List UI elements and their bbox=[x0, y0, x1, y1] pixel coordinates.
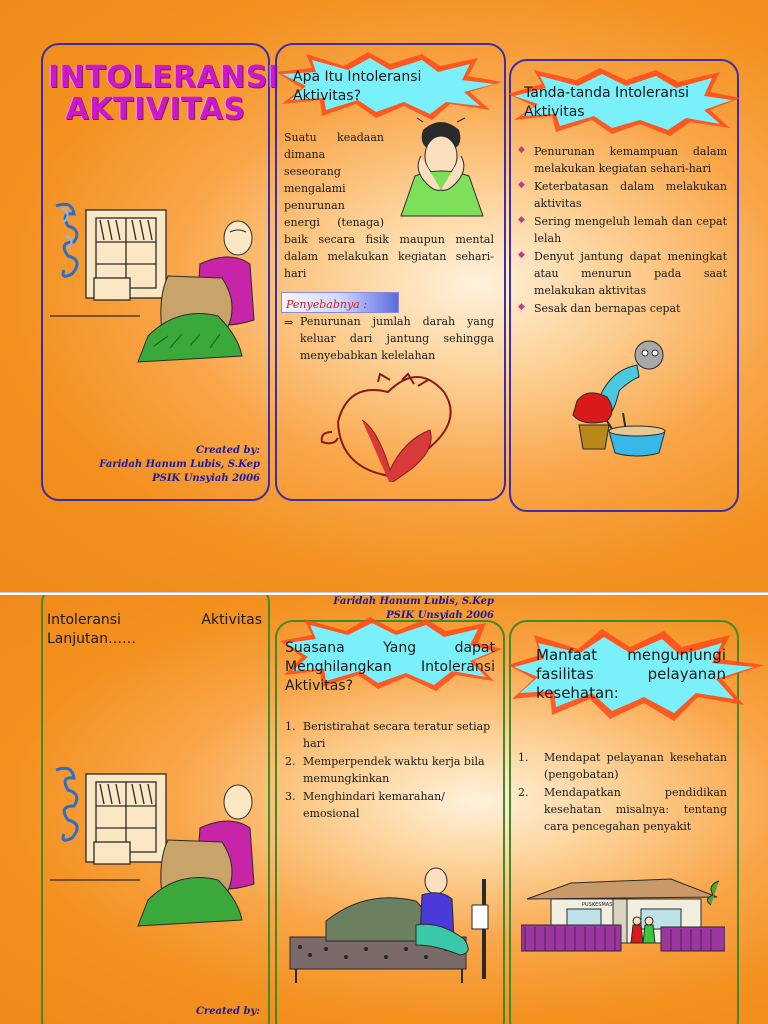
bullet-icon: ◆ bbox=[518, 302, 525, 312]
relief-heading: Suasana Yang dapat Menghilangkan Intoler… bbox=[285, 640, 495, 694]
list-item: ◆Keterbatasan dalam melakukan aktivitas bbox=[518, 180, 727, 210]
tired-man-illustration bbox=[400, 117, 484, 217]
bullet-icon: ◆ bbox=[518, 180, 525, 190]
bullet-icon: ◆ bbox=[518, 215, 525, 225]
list-item: ◆Sesak dan bernapas cepat bbox=[518, 302, 681, 315]
credit-author-2: Faridah Hanum Lubis, S.Kep bbox=[333, 596, 494, 607]
starburst-heading-shape-3 bbox=[280, 617, 502, 691]
list-item: 2.Mendapatkan pendidikan kesehatan misal… bbox=[518, 786, 727, 833]
signs-list: ◆Penurunan kemampuan dalam melakukan keg… bbox=[518, 143, 727, 318]
starburst-heading-shape-2 bbox=[508, 68, 740, 136]
resting-man-illustration-2 bbox=[50, 766, 255, 927]
continued-heading: Intoleransi Aktivitas Lanjutan…… bbox=[47, 612, 262, 647]
benefits-list: 1.Mendapat pelayanan kesehatan (pengobat… bbox=[518, 749, 727, 836]
cover-panel bbox=[41, 43, 270, 501]
list-item: 1.Mendapat pelayanan kesehatan (pengobat… bbox=[518, 751, 727, 781]
soaking-feet-illustration bbox=[572, 340, 666, 457]
building-sign: PUSKESMAS bbox=[582, 902, 613, 908]
page-divider bbox=[0, 592, 768, 596]
cause-label: Penyebabnya : bbox=[286, 298, 367, 311]
starburst-heading-shape bbox=[276, 52, 502, 120]
brochure-page-front: INTOLERANSI AKTIVITAS Created by: Farida… bbox=[0, 0, 768, 592]
credit-created-by-2: Created by: bbox=[195, 1006, 260, 1017]
cover-credit: Created by: Faridah Hanum Lubis, S.Kep P… bbox=[60, 444, 260, 486]
bullet-icon: ◆ bbox=[518, 145, 525, 155]
cover-title-line2: AKTIVITAS bbox=[65, 92, 246, 127]
cover-title: INTOLERANSI AKTIVITAS bbox=[48, 60, 280, 127]
definition-text-narrow: Suatu keadaan dimana seseorang mengalami… bbox=[284, 131, 384, 229]
relief-panel bbox=[275, 620, 505, 1024]
health-center-illustration bbox=[521, 878, 725, 952]
benefits-panel bbox=[509, 620, 739, 1024]
signs-heading: Tanda-tanda Intoleransi Aktivitas bbox=[524, 85, 690, 120]
resting-man-illustration bbox=[50, 202, 255, 363]
credit-author: Faridah Hanum Lubis, S.Kep bbox=[99, 459, 260, 470]
list-item: 3.Menghindari kemarahan/ emosional bbox=[285, 790, 445, 820]
heart-illustration bbox=[320, 372, 452, 482]
cause-text: Penurunan jumlah darah yang keluar dari … bbox=[300, 315, 494, 362]
resting-on-bed-illustration bbox=[289, 867, 489, 983]
list-item: 2.Memperpendek waktu kerja bila memungki… bbox=[285, 755, 485, 785]
starburst-heading-shape-4 bbox=[508, 629, 764, 721]
top-credit: Faridah Hanum Lubis, S.Kep PSIK Unsyiah … bbox=[294, 595, 494, 623]
benefits-heading: Manfaat mengunjungi fasilitas pelayanan … bbox=[536, 646, 726, 702]
list-item: ◆Penurunan kemampuan dalam melakukan keg… bbox=[518, 145, 727, 175]
signs-panel bbox=[509, 59, 739, 512]
relief-list: 1.Beristirahat secara teratur setiap har… bbox=[285, 718, 495, 823]
list-item: ◆Sering mengeluh lemah dan cepat lelah bbox=[518, 215, 727, 245]
credit-created-by: Created by: bbox=[195, 445, 260, 456]
definition-heading: Apa Itu Intoleransi Aktivitas? bbox=[293, 69, 422, 104]
cover-title-line1: INTOLERANSI bbox=[48, 60, 280, 95]
definition-panel bbox=[275, 43, 506, 501]
list-item: 1.Beristirahat secara teratur setiap har… bbox=[285, 720, 491, 750]
cause-label-box: Penyebabnya : bbox=[281, 292, 399, 313]
continued-panel bbox=[41, 595, 270, 1024]
arrow-right-icon: ⇒ bbox=[284, 316, 294, 329]
credit-institution-2: PSIK Unsyiah 2006 bbox=[386, 610, 494, 621]
list-item: ◆Denyut jantung dapat meningkat atau men… bbox=[518, 250, 727, 297]
credit-institution: PSIK Unsyiah 2006 bbox=[152, 473, 260, 484]
bullet-icon: ◆ bbox=[518, 250, 525, 260]
brochure-page-back: Intoleransi Aktivitas Lanjutan…… Created… bbox=[0, 595, 768, 1024]
definition-text-rest: baik secara fisik maupun mental dalam me… bbox=[284, 233, 494, 280]
